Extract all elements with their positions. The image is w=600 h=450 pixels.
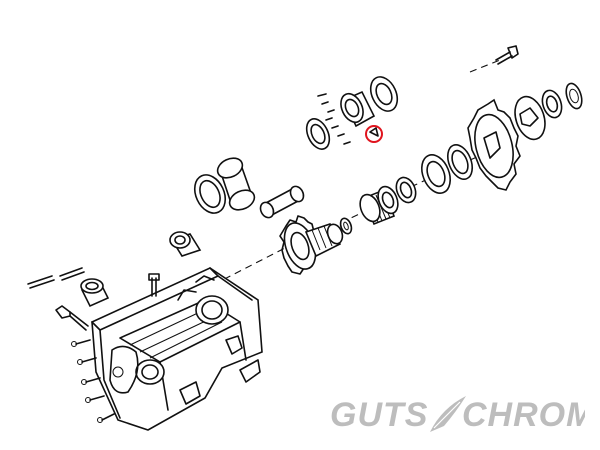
bolt-axis-line xyxy=(469,59,501,73)
main-drive-gear xyxy=(279,215,344,275)
thrust-washer-small xyxy=(339,217,353,235)
bearing-race-ring xyxy=(305,118,331,150)
sprocket-lock-plate xyxy=(514,95,546,141)
case-bolt-left xyxy=(55,305,89,331)
sprocket-washer xyxy=(565,82,583,110)
bearing-rollers xyxy=(317,93,351,145)
bearing-cup xyxy=(216,157,256,211)
bearing-outer-ring xyxy=(369,76,399,112)
guts-chrome-logo: GUTS CHROME xyxy=(330,396,585,434)
drive-sprocket xyxy=(467,98,521,191)
case-studs xyxy=(71,339,115,423)
bearing-ring xyxy=(193,174,227,214)
sprocket-bolt xyxy=(495,45,519,65)
highlight-circle xyxy=(365,125,383,143)
case-bolt-top xyxy=(148,273,160,297)
logo-text-right: CHROME xyxy=(462,396,585,434)
dowel-pins xyxy=(27,267,85,289)
needle-bearing xyxy=(359,185,399,226)
oil-seal-ring xyxy=(446,144,474,180)
roller-pin xyxy=(259,185,305,219)
bearing-retainer xyxy=(340,90,376,128)
bushing-flanged xyxy=(169,231,202,257)
oil-seal-large xyxy=(421,154,451,194)
sprocket-nut xyxy=(541,89,563,119)
transmission-case xyxy=(71,267,263,431)
highlighted-part xyxy=(365,125,383,143)
logo-text-left: GUTS xyxy=(330,396,428,434)
feather-icon xyxy=(430,396,466,432)
bushing-left xyxy=(80,278,110,308)
spacer-collar xyxy=(395,176,417,204)
